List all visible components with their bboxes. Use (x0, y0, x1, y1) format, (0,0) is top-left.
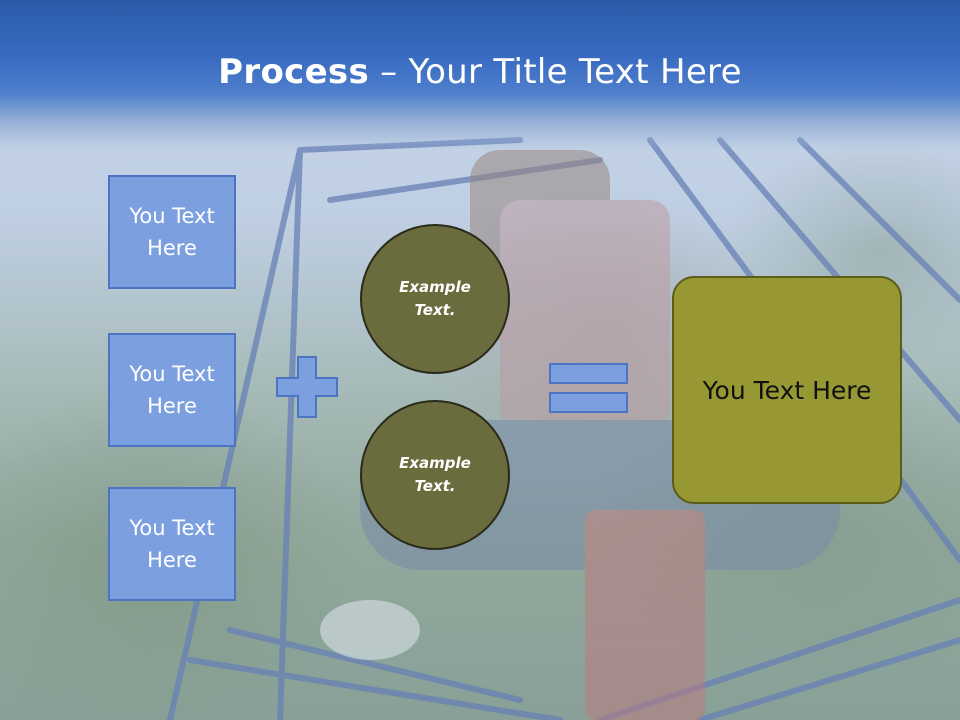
example-circle-1-label: Example Text. (399, 278, 471, 319)
slide-title-bold: Process (218, 52, 370, 92)
example-circle-1[interactable]: Example Text. (360, 224, 510, 374)
equals-icon (549, 363, 629, 419)
slide-title-rest: – Your Title Text Here (369, 52, 742, 92)
slide-title[interactable]: Process – Your Title Text Here (0, 52, 960, 92)
text-box-1-label: You Text Here (129, 204, 215, 260)
example-circle-2-label: Example Text. (399, 454, 471, 495)
example-circle-2[interactable]: Example Text. (360, 400, 510, 550)
text-box-2[interactable]: You Text Here (108, 333, 236, 447)
plus-icon (276, 356, 338, 422)
result-box-label: You Text Here (702, 375, 872, 405)
text-box-2-label: You Text Here (129, 362, 215, 418)
text-box-3-label: You Text Here (129, 516, 215, 572)
title-band (0, 0, 960, 150)
text-box-1[interactable]: You Text Here (108, 175, 236, 289)
result-box[interactable]: You Text Here (672, 276, 902, 504)
text-box-3[interactable]: You Text Here (108, 487, 236, 601)
